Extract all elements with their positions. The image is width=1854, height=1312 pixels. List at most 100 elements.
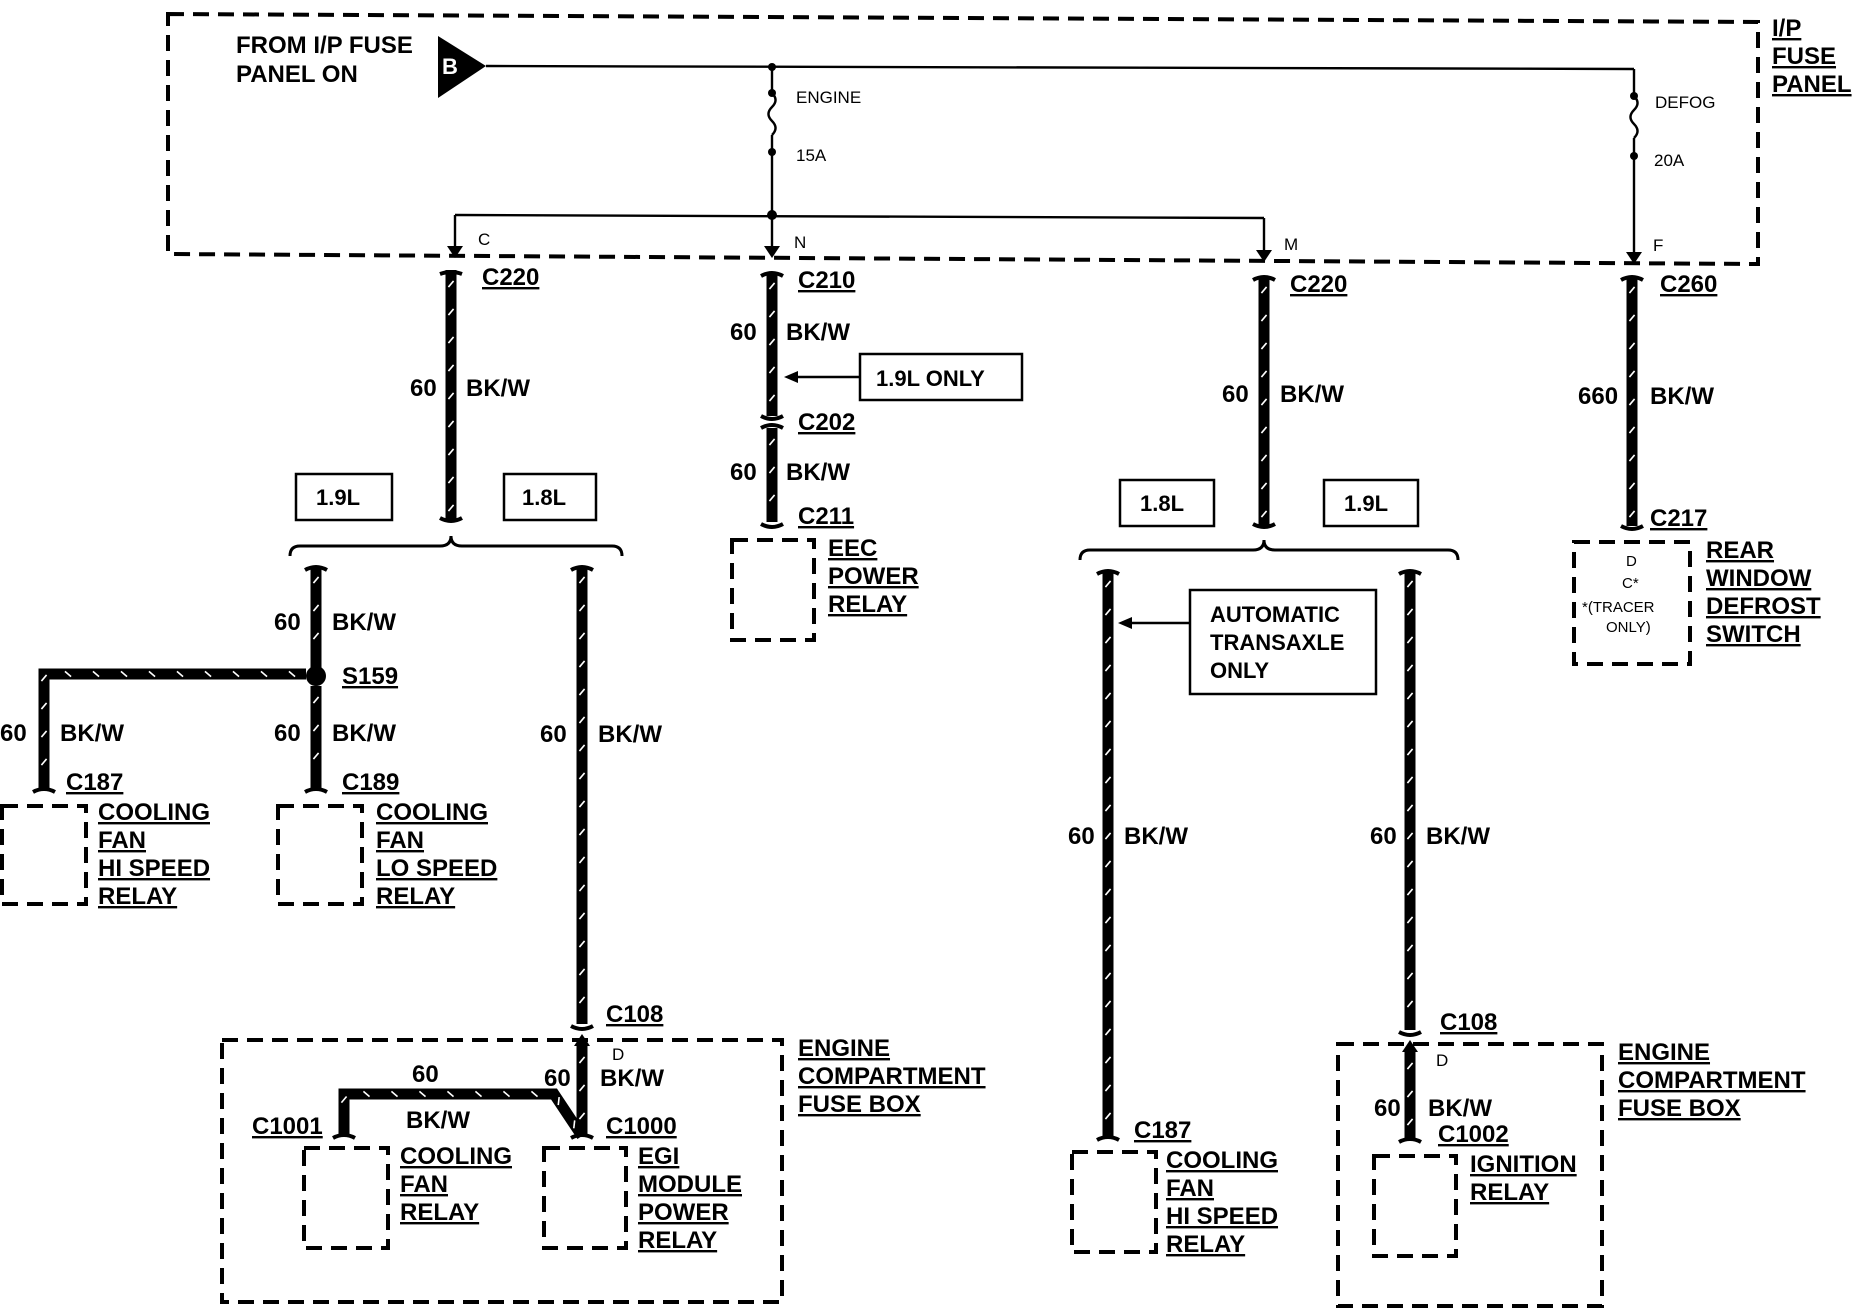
- wire-tracer-stripe: [474, 1090, 483, 1098]
- note-arrow: [784, 371, 798, 383]
- connector-fork: [760, 423, 784, 430]
- connector-fork: [760, 522, 784, 529]
- wire-tracer-stripe: [530, 1090, 539, 1098]
- svg-text:SWITCH: SWITCH: [1706, 621, 1801, 648]
- wire-tracer-stripe: [768, 338, 776, 346]
- note-arrow: [1118, 617, 1132, 629]
- wire-tracer-stripe: [148, 670, 156, 678]
- splice-s159-label: S159: [342, 663, 398, 690]
- svg-text:HI SPEED: HI SPEED: [98, 855, 210, 882]
- svg-text:*(TRACER: *(TRACER: [1582, 599, 1655, 616]
- wire-tracer-stripe: [40, 702, 48, 710]
- engine-option-box-1-9l-right: [1322, 478, 1420, 528]
- pin-d-label: D: [612, 1045, 624, 1064]
- wire-tracer-stripe: [447, 392, 455, 400]
- pin-arrows: [447, 246, 1642, 264]
- engine-fuse: ENGINE 15A: [767, 67, 861, 165]
- wire-tracer-stripe: [312, 696, 320, 704]
- pin-m-label: M: [1284, 235, 1298, 254]
- wire-tracer-stripe: [1104, 860, 1112, 868]
- connector-fork: [1620, 524, 1644, 531]
- wire-tracer-stripe: [312, 752, 320, 760]
- wire-color-label: BK/W: [786, 319, 850, 346]
- wire-color-label: BK/W: [1280, 381, 1344, 408]
- svg-text:PANEL ON: PANEL ON: [236, 61, 358, 88]
- svg-text:RELAY: RELAY: [1470, 1179, 1549, 1206]
- wire-tracer-stripe: [1628, 510, 1636, 518]
- connector-fork: [1252, 522, 1276, 529]
- svg-text:FUSE BOX: FUSE BOX: [798, 1091, 921, 1118]
- wire-tracer-stripe: [578, 716, 586, 724]
- wire-color-label: BK/W: [1426, 823, 1490, 850]
- wire-tracer-stripe: [578, 1112, 586, 1120]
- wire-tracer-stripe: [1406, 944, 1414, 952]
- wire-tracer-stripe: [312, 724, 320, 732]
- cooling-fan-lo-speed-relay-label: COOLING FAN LO SPEED RELAY: [376, 799, 497, 910]
- wire-tracer-stripe: [40, 730, 48, 738]
- pin-n-label: N: [794, 233, 806, 252]
- connector-fork: [32, 787, 56, 794]
- svg-text:COMPARTMENT: COMPARTMENT: [1618, 1067, 1806, 1094]
- wire-tracer-stripe: [260, 670, 268, 678]
- wire-tracer-stripe: [578, 828, 586, 836]
- option-brace-left: [288, 535, 624, 557]
- wire-tracer-stripe: [572, 1120, 576, 1129]
- connector-fork: [332, 1133, 356, 1140]
- svg-text:DEFOG: DEFOG: [1655, 93, 1715, 112]
- wire-tracer-stripe: [1104, 832, 1112, 840]
- connector-fork: [1096, 569, 1120, 576]
- wire-tracer-stripe: [1406, 580, 1414, 588]
- connector-c187-right: C187: [1134, 1117, 1191, 1144]
- wire-tracer-stripe: [1260, 370, 1268, 378]
- option-brace-right: [1078, 539, 1460, 561]
- wire-gauge-label: 60: [274, 720, 301, 747]
- wire-tracer-stripe: [1406, 1090, 1414, 1098]
- svg-text:ENGINE: ENGINE: [1618, 1039, 1710, 1066]
- wire-tracer-stripe: [1406, 636, 1414, 644]
- wire-tracer-stripe: [578, 744, 586, 752]
- connector-fork: [1398, 1030, 1422, 1037]
- wire-gauge-label: 60: [730, 319, 757, 346]
- wire-tracer-stripe: [447, 308, 455, 316]
- egi-module-power-relay-outline: [542, 1146, 628, 1250]
- svg-text:FAN: FAN: [376, 827, 424, 854]
- engine-option-box-1-9l-left: [294, 472, 394, 522]
- connector-fork: [439, 516, 463, 523]
- wire-tracer-stripe: [1104, 804, 1112, 812]
- wire-gauge-label: 60: [1370, 823, 1397, 850]
- svg-text:DEFROST: DEFROST: [1706, 593, 1821, 620]
- engine-option-box-1-8l-left: [502, 472, 598, 522]
- wire-s159-to-c187: [38, 668, 306, 788]
- wire-tracer-stripe: [578, 604, 586, 612]
- wire-tracer-stripe: [1104, 1084, 1112, 1092]
- wire-tracer-stripe: [447, 336, 455, 344]
- wire-tracer-stripe: [1406, 972, 1414, 980]
- engine-compartment-fuse-box-left-outline: [220, 1038, 784, 1304]
- connector-c202: C202: [798, 409, 855, 436]
- svg-text:COOLING: COOLING: [400, 1143, 512, 1170]
- svg-text:ENGINE: ENGINE: [796, 88, 861, 107]
- engine-option-label: 1.9L: [1344, 491, 1388, 516]
- wire-tracer-stripe: [1628, 370, 1636, 378]
- wire-tracer-stripe: [1260, 398, 1268, 406]
- svg-text:LO SPEED: LO SPEED: [376, 855, 497, 882]
- wire-color-label: BK/W: [598, 721, 662, 748]
- wire-gauge-label: 60: [412, 1061, 439, 1088]
- wire-tracer-stripe: [1104, 916, 1112, 924]
- wire-tracer-stripe: [1104, 636, 1112, 644]
- wire-tracer-stripe: [578, 772, 586, 780]
- wire-tracer-stripe: [1104, 1112, 1112, 1120]
- wire-color-label: BK/W: [332, 720, 396, 747]
- svg-text:D: D: [1626, 553, 1637, 570]
- wire-color-label: BK/W: [1428, 1095, 1492, 1122]
- wire-tracer-stripe: [1104, 692, 1112, 700]
- wire-tracer-stripe: [447, 504, 455, 512]
- engine-option-label: 1.9L: [316, 485, 360, 510]
- eec-power-relay-label: EEC POWER RELAY: [828, 535, 919, 618]
- wire-gauge-label: 60: [540, 721, 567, 748]
- wire-tracer-stripe: [1104, 748, 1112, 756]
- svg-text:WINDOW: WINDOW: [1706, 565, 1812, 592]
- fuse-panel-label: I/P FUSE PANEL: [1772, 15, 1852, 98]
- wire-tracer-stripe: [768, 438, 776, 446]
- svg-text:ONLY): ONLY): [1606, 619, 1651, 636]
